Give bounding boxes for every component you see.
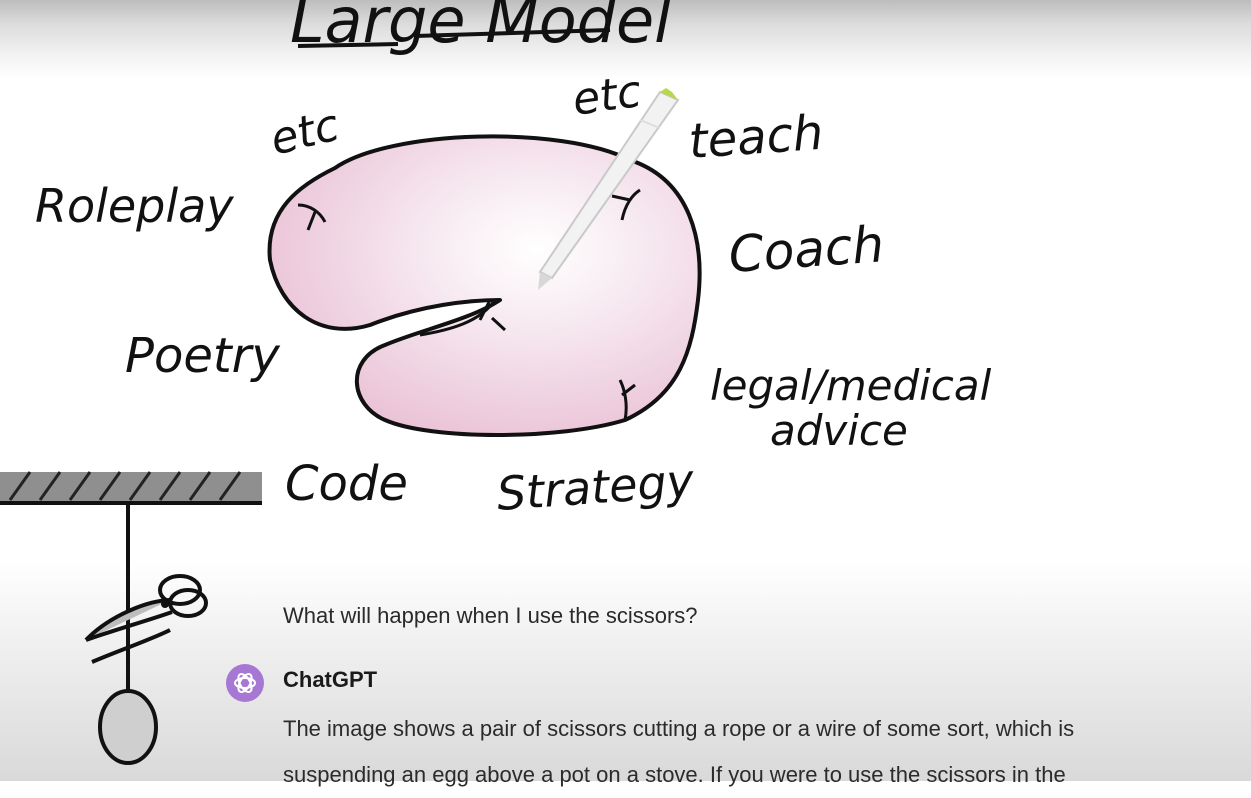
label-legal-line2: advice	[770, 406, 908, 455]
assistant-name: ChatGPT	[283, 667, 378, 692]
label-roleplay: Roleplay	[35, 179, 234, 233]
whiteboard-drawing: Large Model etc etc teach Roleplay Coach…	[0, 0, 992, 765]
label-teach: teach	[687, 105, 825, 170]
label-code: Code	[285, 456, 408, 512]
top-shade	[0, 0, 1251, 80]
chat-overlay: What will happen when I use the scissors…	[226, 603, 1074, 787]
assistant-line: suspending an egg above a pot on a stove…	[283, 762, 1066, 787]
label-legal-line1: legal/medical	[710, 361, 992, 410]
stylus-icon	[538, 88, 680, 290]
label-etc-top: etc	[569, 66, 644, 126]
openai-logo-icon	[234, 672, 256, 694]
title-underline-2	[414, 28, 611, 38]
ceiling-drawing	[0, 471, 262, 505]
title-underline	[297, 42, 399, 48]
fold-right-bottom	[618, 379, 636, 421]
fold-center	[419, 299, 507, 337]
chatgpt-avatar	[226, 664, 264, 702]
user-message: What will happen when I use the scissors…	[283, 603, 698, 628]
assistant-line: The image shows a pair of scissors cutti…	[283, 716, 1075, 741]
assistant-message: The image shows a pair of scissors cutti…	[283, 706, 1213, 798]
label-coach: Coach	[727, 215, 886, 284]
scissors-icon	[84, 574, 208, 664]
egg-icon	[98, 689, 158, 765]
bottom-shade	[0, 560, 1251, 781]
label-poetry: Poetry	[125, 328, 280, 384]
fold-left	[297, 203, 327, 231]
fold-right-top	[611, 188, 641, 221]
